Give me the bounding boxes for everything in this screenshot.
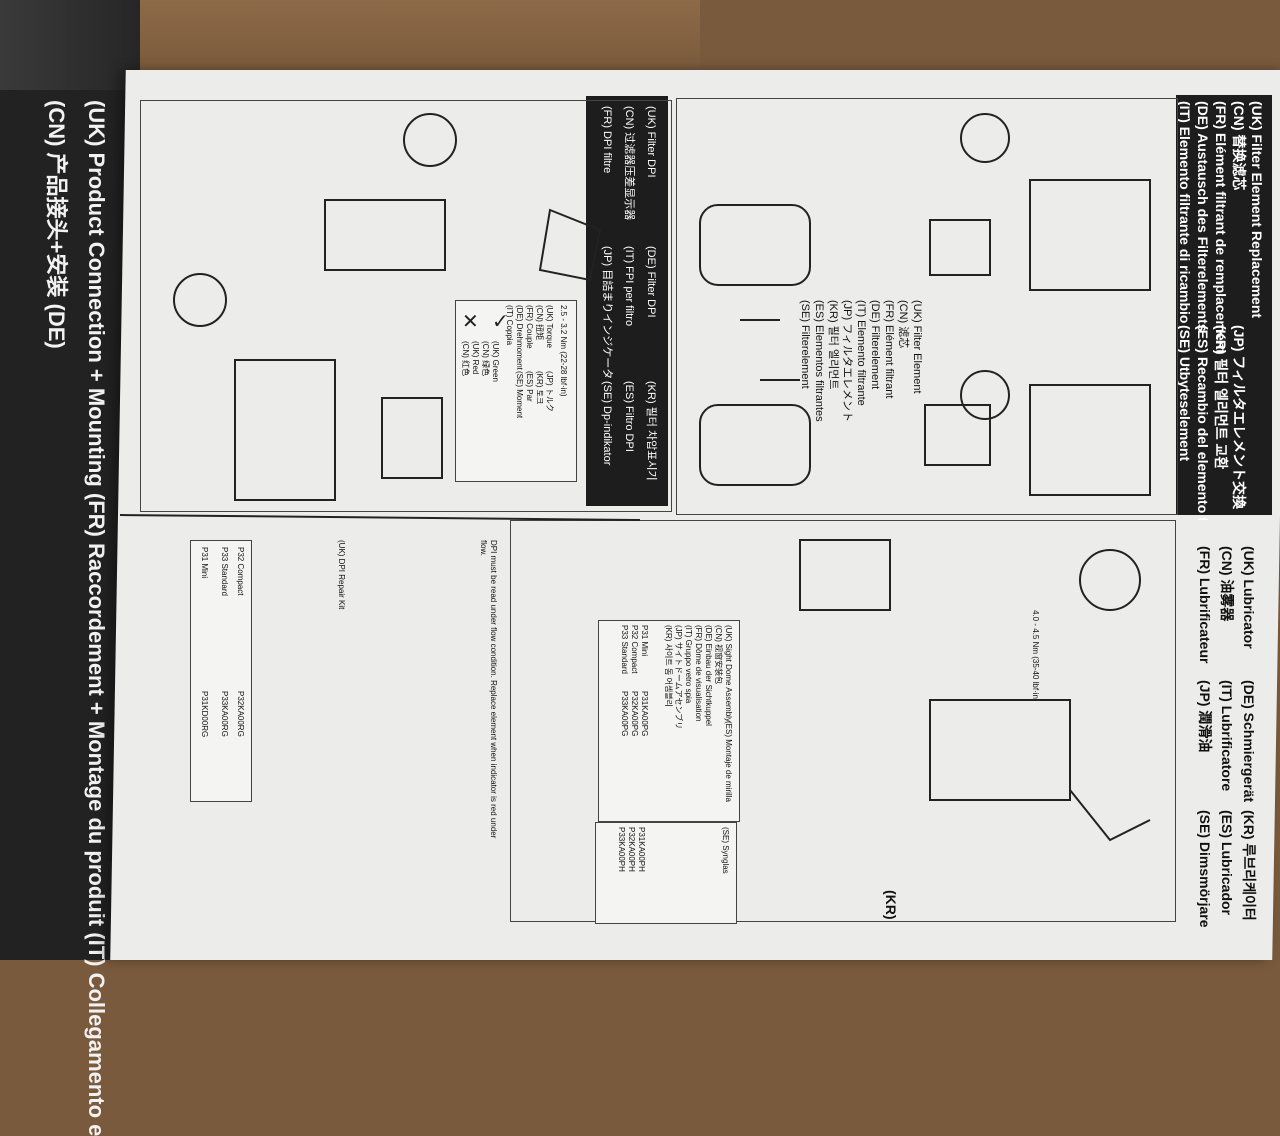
bowl-drawing-2	[699, 404, 811, 486]
oil-bottle-drawing	[1069, 789, 1151, 842]
filter-dpi-header: (UK) Filter DPI (CN) 过滤器压差显示器 (FR) DPI f…	[586, 96, 668, 506]
element-drawing-2	[924, 404, 991, 466]
filter-element-drawing	[699, 179, 1151, 496]
filter-body-drawing	[324, 199, 446, 271]
section-divider	[119, 514, 641, 521]
cross-icon: ✕	[462, 311, 479, 333]
filter-dpi-frame	[140, 100, 672, 512]
sight-dome-drawing	[799, 539, 891, 611]
gauge-icon	[960, 113, 1010, 163]
gauge-icon	[960, 370, 1010, 420]
filter-element-header: (UK) Filter Element Replacement (CN) 替换滤…	[1176, 95, 1272, 569]
filter-element-frame	[676, 98, 1178, 515]
gauge-icons	[173, 113, 1010, 420]
dpi-cap-drawing	[538, 208, 602, 282]
left-dark-panel: (UK) Product Connection + Mounting (FR) …	[0, 90, 125, 1136]
element-drawing	[929, 219, 991, 276]
lubricator-body-drawing	[929, 699, 1071, 801]
sight-dome-nylon-table: (SE) Synglas P31KA00PH P32KA00PH P33KA00…	[595, 822, 737, 924]
sight-dome-table: (UK) Sight Dome Assembly (CN) 视窗安装包 (DE)…	[598, 620, 740, 822]
rotate-icon	[1079, 549, 1141, 611]
illustration-layer	[119, 113, 1151, 842]
filter-head-drawing-2	[1029, 384, 1151, 496]
gauge-icon	[173, 273, 227, 327]
gauge-icon	[403, 113, 457, 167]
bowl-drawing	[699, 204, 811, 286]
check-icon: ✓	[492, 311, 509, 333]
filter-body-drawing-2	[234, 359, 336, 501]
lubricator-drawing	[799, 539, 1151, 842]
lubricator-header: (UK) Lubricator (CN) 油雾器 (FR) Lubrificat…	[1176, 520, 1272, 940]
dpi-indicator-drawing	[381, 397, 443, 479]
torque-color-legend: 2.5 - 3.2 Nm (22-28 lbf·in) (UK) Torque …	[455, 300, 577, 482]
lubricator-frame	[510, 520, 1176, 922]
dpi-repair-table: P32 Compact P32KA00RG P33 Standard P33KA…	[190, 540, 252, 802]
filter-dpi-drawing	[119, 199, 641, 521]
filter-head-drawing	[1029, 179, 1151, 291]
